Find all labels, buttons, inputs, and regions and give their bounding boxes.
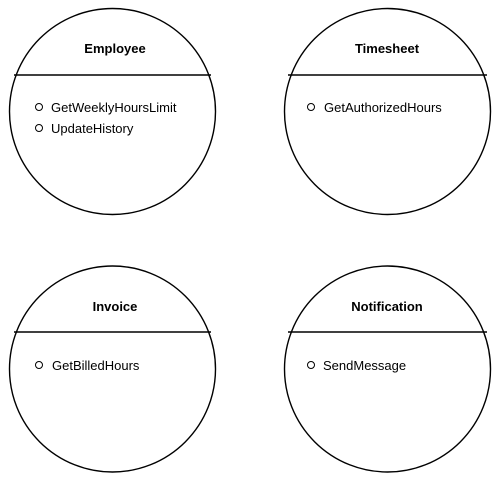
class-circle xyxy=(8,7,217,216)
method-label: GetBilledHours xyxy=(52,358,140,373)
class-timesheet: Timesheet GetAuthorizedHours xyxy=(283,7,492,216)
class-employee: Employee GetWeeklyHoursLimit UpdateHisto… xyxy=(8,7,217,216)
method-bullet-icon xyxy=(307,361,315,369)
method-label: SendMessage xyxy=(323,358,406,373)
class-invoice: Invoice GetBilledHours xyxy=(8,265,217,473)
method-label: GetWeeklyHoursLimit xyxy=(51,100,177,115)
class-circle xyxy=(283,265,492,473)
method-item: SendMessage xyxy=(307,358,406,373)
class-circle xyxy=(283,7,492,216)
class-title: Timesheet xyxy=(355,41,420,56)
class-title: Employee xyxy=(84,41,145,56)
method-item: GetBilledHours xyxy=(35,358,140,373)
class-notification: Notification SendMessage xyxy=(283,265,492,473)
method-item: UpdateHistory xyxy=(35,121,134,136)
method-bullet-icon xyxy=(35,103,43,111)
class-circle xyxy=(8,265,217,473)
method-bullet-icon xyxy=(307,103,315,111)
method-item: GetAuthorizedHours xyxy=(307,100,442,115)
method-bullet-icon xyxy=(35,361,43,369)
method-label: GetAuthorizedHours xyxy=(324,100,442,115)
class-title: Invoice xyxy=(93,299,138,314)
method-item: GetWeeklyHoursLimit xyxy=(35,100,177,115)
method-label: UpdateHistory xyxy=(51,121,134,136)
class-title: Notification xyxy=(351,299,423,314)
method-bullet-icon xyxy=(35,124,43,132)
